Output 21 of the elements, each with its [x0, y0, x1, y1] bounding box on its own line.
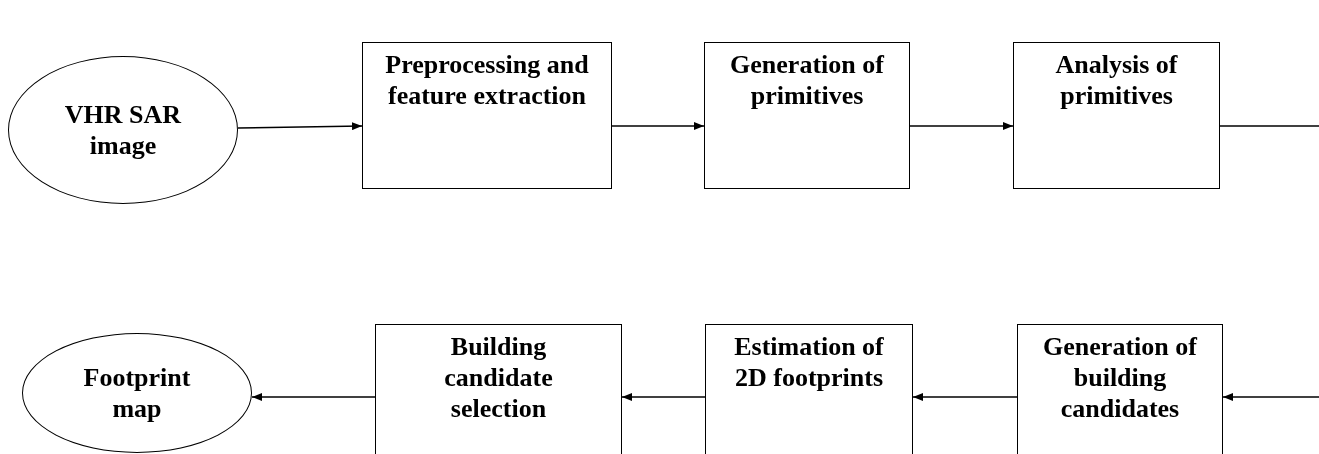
node-label: Analysis of primitives	[1054, 49, 1179, 112]
node-label: Preprocessing and feature extraction	[384, 49, 590, 112]
node-label: Footprint map	[82, 361, 192, 425]
process-box	[375, 324, 622, 454]
node-label: Generation of building candidates	[1042, 331, 1199, 425]
node-label: Building candidate selection	[443, 331, 554, 425]
arrow	[251, 393, 376, 401]
arrow	[909, 122, 1014, 130]
arrow	[912, 393, 1018, 401]
process-box	[705, 324, 913, 454]
node-label: Estimation of 2D footprints	[733, 331, 885, 394]
process-box	[1013, 42, 1220, 189]
process-box	[362, 42, 612, 189]
process-box	[704, 42, 910, 189]
arrow	[621, 393, 706, 401]
arrow	[1222, 393, 1319, 401]
arrow	[611, 122, 705, 130]
arrow	[237, 122, 363, 131]
process-box	[1017, 324, 1223, 454]
node-label: VHR SAR image	[63, 98, 183, 162]
node-label: Generation of primitives	[729, 49, 886, 112]
